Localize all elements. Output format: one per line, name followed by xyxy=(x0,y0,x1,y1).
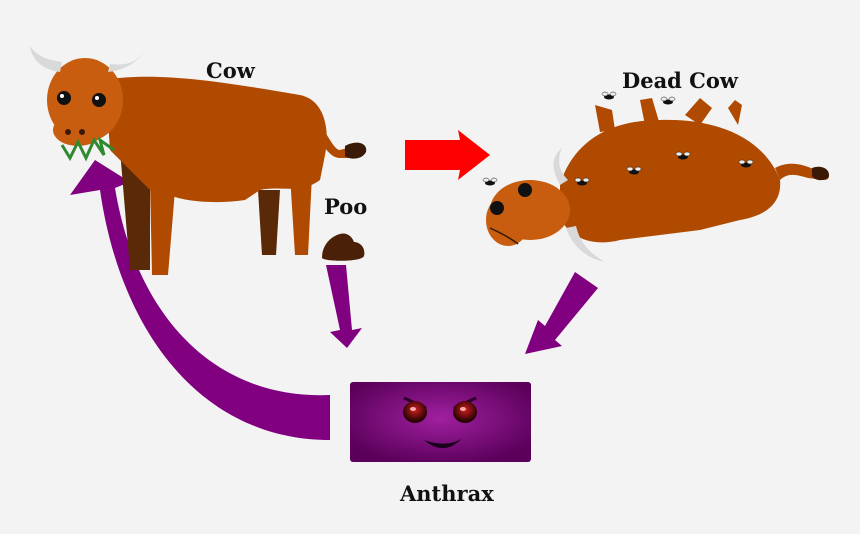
fly-icon xyxy=(738,159,754,168)
fly-icon xyxy=(574,177,590,186)
dead-cow-illustration xyxy=(482,91,830,262)
fly-icon xyxy=(660,96,676,105)
fly-icon xyxy=(675,151,691,160)
arrow-dead-cow-to-anthrax xyxy=(525,272,598,354)
cow-label: Cow xyxy=(206,58,255,83)
poo-label: Poo xyxy=(324,194,368,219)
arrow-anthrax-to-cow xyxy=(70,160,330,440)
fly-icon xyxy=(601,91,617,100)
fly-icon xyxy=(482,177,498,186)
anthrax-label: Anthrax xyxy=(400,481,494,506)
fly-icon xyxy=(626,166,642,175)
arrow-poo-to-anthrax xyxy=(326,265,362,348)
cow-illustration xyxy=(30,46,367,275)
dead-cow-label: Dead Cow xyxy=(622,68,738,93)
anthrax-icon xyxy=(350,382,531,462)
poo-illustration xyxy=(322,233,365,261)
arrow-cow-to-dead-cow xyxy=(405,130,490,180)
